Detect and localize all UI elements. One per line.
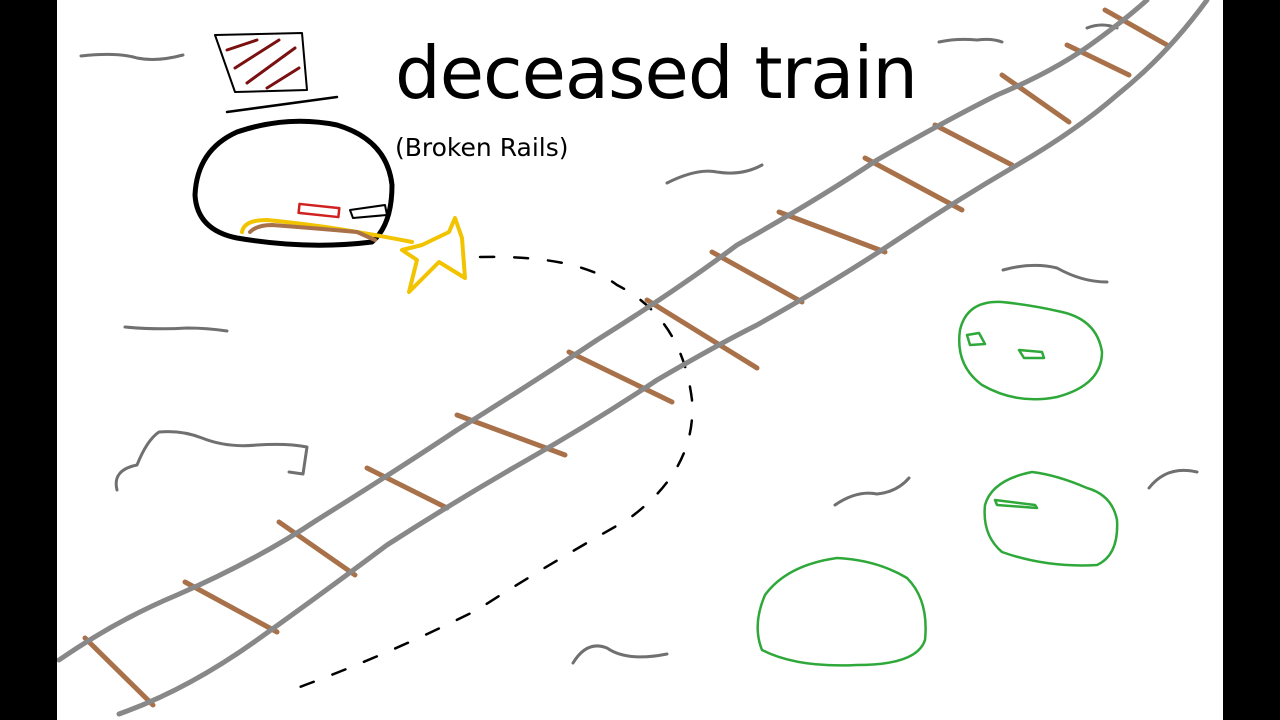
scribble — [79, 52, 185, 61]
tie — [644, 297, 760, 371]
scribble — [114, 430, 309, 492]
bush-eye — [965, 331, 987, 347]
train-yellow-stripe — [240, 218, 414, 244]
rail-lower — [116, 0, 1210, 717]
bush-drawing — [983, 470, 1119, 567]
scribble — [937, 37, 1004, 44]
drawing-layer — [57, 0, 1210, 717]
scribble — [833, 476, 911, 507]
railroad-ties — [82, 7, 1170, 708]
train-red-light — [297, 202, 341, 219]
train-white-marker — [349, 204, 388, 219]
spark-icon — [400, 216, 467, 294]
tie — [1102, 7, 1170, 48]
slide-subtitle: (Broken Rails) — [395, 133, 569, 162]
rail-upper — [57, 0, 1150, 663]
scribble — [1001, 263, 1109, 284]
tie — [566, 349, 675, 405]
train-drawing — [192, 32, 467, 294]
tie — [276, 519, 358, 578]
scribble — [665, 163, 764, 185]
slide-canvas: deceased train (Broken Rails) — [57, 0, 1223, 720]
tie — [932, 122, 1015, 168]
railroad-track-drawing — [57, 0, 1210, 717]
tie — [182, 579, 280, 635]
slide-title: deceased train — [395, 31, 918, 115]
bush-drawing — [958, 300, 1104, 401]
tie — [999, 72, 1072, 125]
tie — [776, 209, 888, 255]
ground-scribbles — [79, 23, 1199, 665]
tie — [862, 155, 965, 213]
top-hat-icon — [214, 32, 339, 114]
train-brown-rail — [248, 223, 377, 242]
tie — [709, 249, 805, 305]
derail-path-dashed — [295, 255, 694, 690]
tie — [82, 635, 156, 708]
bush-mark — [993, 498, 1039, 510]
bushes — [756, 300, 1119, 667]
bush-drawing — [756, 556, 927, 667]
bush-eye — [1017, 348, 1046, 360]
train-body — [192, 118, 395, 248]
scribble — [123, 325, 229, 333]
tie — [364, 465, 450, 511]
scribble — [1147, 468, 1199, 490]
scribble — [571, 644, 669, 665]
tie — [1064, 42, 1132, 78]
